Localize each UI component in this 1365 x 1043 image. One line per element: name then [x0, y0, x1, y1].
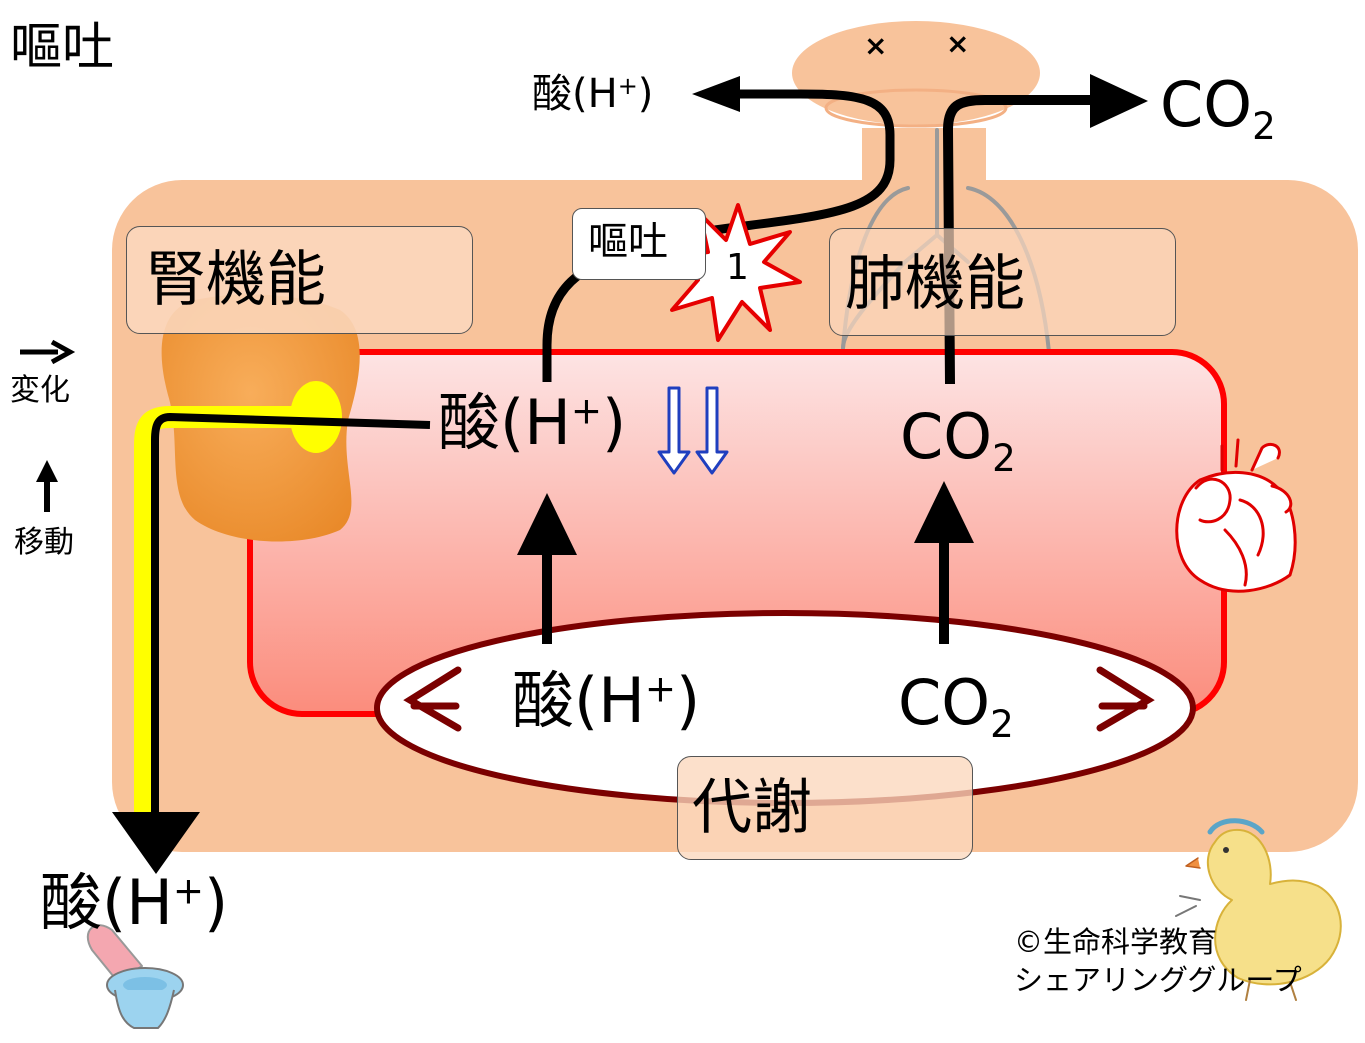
- toilet-icon: [86, 924, 184, 1029]
- copyright-line-1: ©生命科学教育: [1014, 925, 1218, 959]
- co2-exhale-path: [943, 95, 1100, 385]
- vomit-arrowhead: [692, 76, 740, 112]
- legend-move-label: 移動: [14, 525, 74, 560]
- co2-exhaled-label: CO2: [1160, 68, 1276, 149]
- decrease-arrows-icon: [657, 386, 729, 475]
- acid-urine-label: 酸(H+): [40, 866, 229, 939]
- kidney-function-label: 腎機能: [146, 245, 326, 315]
- legend-change-label: 変化: [10, 373, 70, 408]
- acid-blood-label: 酸(H+): [438, 386, 627, 459]
- lung-function-label: 肺機能: [845, 249, 1025, 319]
- mouth-mark-left: ×: [864, 29, 888, 62]
- legend-change-arrow-icon: [20, 339, 76, 365]
- urine-path: [151, 413, 431, 820]
- urine-arrowhead: [112, 812, 200, 874]
- burst-number: 1: [726, 247, 749, 288]
- acid-vomited-label: 酸(H+): [532, 71, 654, 118]
- chick-icon: [1175, 818, 1342, 1001]
- acid-up-arrowhead: [517, 493, 577, 555]
- co2-up-arrowhead: [914, 481, 974, 543]
- metabolism-label: 代謝: [692, 773, 812, 843]
- vomit-tag: [572, 208, 706, 280]
- metabolism-box: [677, 756, 973, 860]
- lung-function-box: [829, 228, 1176, 336]
- vomit-path: [542, 89, 895, 382]
- copyright-line-2: シェアリンググループ: [1014, 963, 1302, 997]
- kidney-function-box: [126, 226, 473, 334]
- metabolism-bracket-right: [1096, 666, 1155, 732]
- co2-metabolism-label: CO2: [898, 666, 1014, 747]
- page-title: 嘔吐: [10, 18, 115, 78]
- mouth-mark-right: ×: [946, 27, 970, 60]
- metabolism-bracket-left: [403, 666, 462, 732]
- co2-exhale-arrowhead: [1090, 74, 1148, 128]
- acid-metabolism-label: 酸(H+): [512, 664, 701, 737]
- legend-move-arrow-icon: [36, 460, 58, 512]
- vomit-tag-label: 嘔吐: [588, 219, 668, 265]
- mouth: [792, 21, 1040, 125]
- mouth-opening: [824, 88, 1008, 128]
- co2-blood-label: CO2: [900, 400, 1016, 481]
- heart-icon: [1175, 438, 1297, 593]
